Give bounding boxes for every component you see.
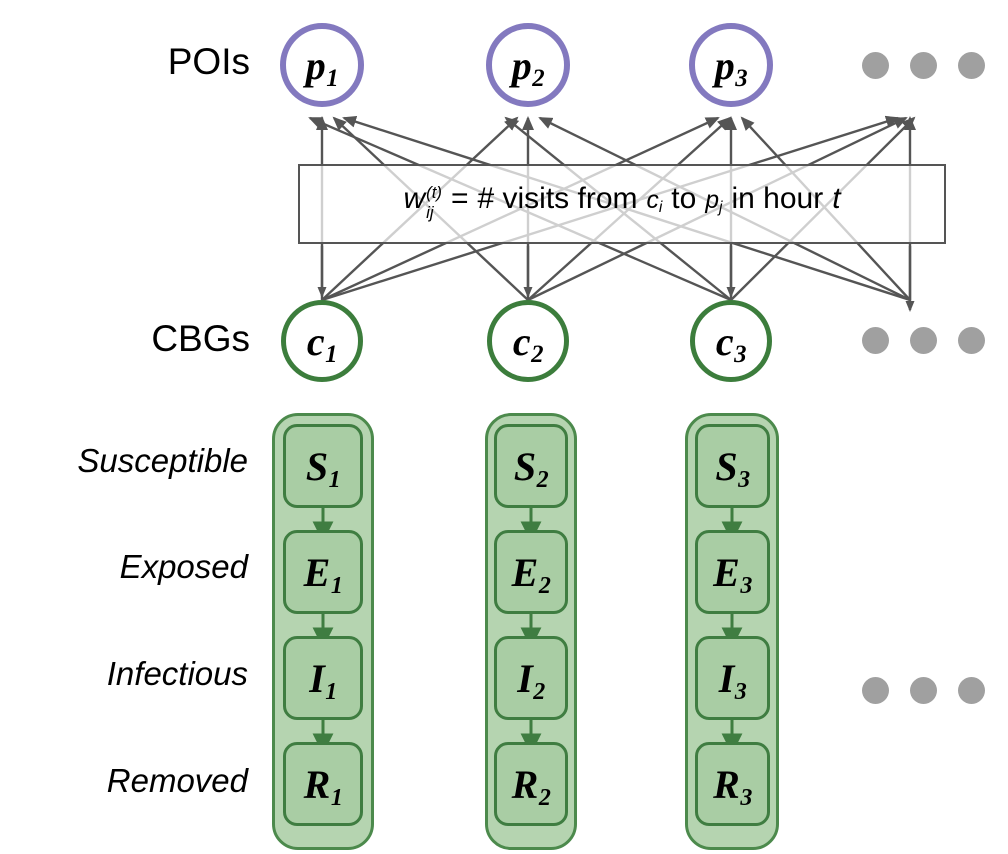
ellipsis-dot: [958, 327, 985, 354]
p-symbol: p: [705, 186, 719, 214]
seir-cell-label: S3: [715, 443, 751, 494]
ellipsis-dot: [910, 677, 937, 704]
row-label-cbgs: CBGs: [151, 318, 250, 359]
seir-row-ellipsis: [862, 677, 985, 704]
cbg-node-label: c2: [512, 318, 544, 368]
poi-node-label: p3: [714, 42, 748, 92]
formula-text-2: to: [671, 181, 697, 215]
ellipsis-dot: [910, 52, 937, 79]
cbg-row-ellipsis: [862, 327, 985, 354]
row-label-removed: Removed: [106, 762, 248, 799]
poi-row-ellipsis: [862, 52, 985, 79]
ellipsis-dot: [862, 677, 889, 704]
row-label-exposed: Exposed: [119, 548, 248, 585]
w-subscript: ij: [426, 203, 434, 223]
row-label-susceptible: Susceptible: [77, 442, 248, 479]
w-indices: (t)ij: [426, 184, 442, 226]
seir-cell-I3[interactable]: I3: [695, 636, 770, 720]
cbg-node-c1[interactable]: c1: [281, 300, 363, 382]
seir-cell-E2[interactable]: E2: [494, 530, 568, 614]
seir-cell-S1[interactable]: S1: [283, 424, 363, 508]
p-subscript: j: [719, 199, 723, 217]
formula-text-1: # visits from: [477, 181, 638, 215]
seir-cell-label: S1: [305, 443, 341, 494]
seir-cell-label: E2: [511, 549, 551, 600]
ellipsis-dot: [958, 52, 985, 79]
seir-cell-E3[interactable]: E3: [695, 530, 770, 614]
ellipsis-dot: [910, 327, 937, 354]
seir-cell-label: I3: [718, 655, 747, 706]
seir-cell-label: E1: [303, 549, 343, 600]
seir-cell-I2[interactable]: I2: [494, 636, 568, 720]
seir-cell-S3[interactable]: S3: [695, 424, 770, 508]
t-symbol: t: [832, 181, 841, 215]
poi-node-p1[interactable]: p1: [280, 23, 364, 107]
w-symbol: w: [403, 181, 426, 215]
seir-cell-label: I2: [517, 655, 546, 706]
seir-cell-R1[interactable]: R1: [283, 742, 363, 826]
seir-cell-label: R3: [713, 761, 753, 812]
equals-sign: =: [450, 181, 469, 215]
cbg-node-c2[interactable]: c2: [487, 300, 569, 382]
poi-node-label: p1: [305, 42, 339, 92]
c-subscript: i: [658, 199, 663, 217]
cbg-node-label: c3: [715, 318, 747, 368]
seir-cell-E1[interactable]: E1: [283, 530, 363, 614]
seir-cell-label: I1: [309, 655, 338, 706]
seir-cell-S2[interactable]: S2: [494, 424, 568, 508]
formula-text-3: in hour: [731, 181, 824, 215]
seir-cell-label: R2: [511, 761, 551, 812]
w-superscript: (t): [426, 183, 442, 203]
row-label-pois: POIs: [167, 41, 250, 82]
poi-node-p2[interactable]: p2: [486, 23, 570, 107]
seir-cell-label: E3: [713, 549, 753, 600]
cbg-node-label: c1: [306, 318, 338, 368]
seir-cell-R3[interactable]: R3: [695, 742, 770, 826]
row-label-infectious: Infectious: [106, 655, 248, 692]
seir-cell-label: R1: [303, 761, 343, 812]
seir-cell-R2[interactable]: R2: [494, 742, 568, 826]
seir-cell-label: S2: [513, 443, 549, 494]
ellipsis-dot: [958, 677, 985, 704]
seir-cell-I1[interactable]: I1: [283, 636, 363, 720]
poi-node-p3[interactable]: p3: [689, 23, 773, 107]
ellipsis-dot: [862, 327, 889, 354]
c-symbol: c: [646, 186, 659, 214]
cbg-node-c3[interactable]: c3: [690, 300, 772, 382]
poi-node-label: p2: [511, 42, 545, 92]
ellipsis-dot: [862, 52, 889, 79]
